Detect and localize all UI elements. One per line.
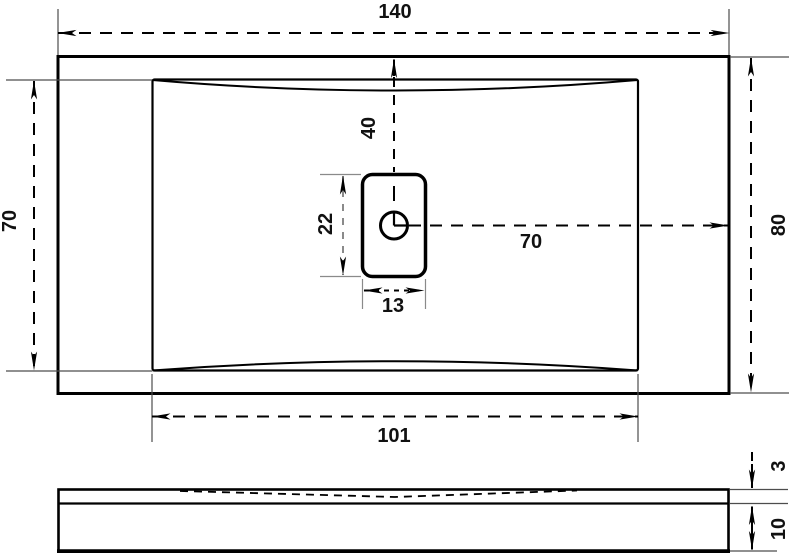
- dim-label-basin-width: 101: [377, 425, 410, 447]
- dim-label-drain-to-right: 70: [520, 231, 542, 253]
- dim-label-basin-height: 70: [0, 210, 21, 232]
- dim-label-overall-height: 80: [768, 214, 790, 236]
- dim-drain-to-right: 70: [409, 219, 729, 253]
- dim-label-base-height: 10: [768, 518, 790, 540]
- side-view: [57, 488, 730, 553]
- dim-overall-width: 140: [57, 1, 730, 55]
- dim-base-height: 10: [730, 506, 790, 552]
- drain-hole-quarter-lines: [392, 211, 408, 227]
- basin-inner-edge: [151, 78, 640, 372]
- extension-line: [730, 56, 789, 394]
- basin-slope-bottom-curve: [152, 360, 638, 372]
- dim-basin-width: 101: [151, 374, 639, 447]
- extension-line: [151, 374, 639, 442]
- extension-line: [6, 79, 152, 372]
- dim-label-drain-width: 13: [382, 295, 404, 317]
- extension-line: [320, 173, 361, 278]
- dim-rim-thickness: 3: [730, 452, 790, 505]
- dim-drain-from-top: 40: [358, 59, 398, 201]
- tray-outer-edge: [56, 55, 731, 395]
- extension-line: [361, 279, 427, 309]
- dim-overall-height: 80: [730, 56, 790, 394]
- dim-label-overall-width: 140: [378, 1, 411, 23]
- dim-label-rim-thickness: 3: [768, 460, 790, 471]
- basin-slope-top-curve: [152, 79, 638, 92]
- side-profile-body: [57, 488, 730, 553]
- dim-basin-height: 70: [0, 79, 152, 372]
- dim-drain-height: 22: [315, 173, 361, 278]
- extension-line: [730, 488, 788, 505]
- side-floor-slope-hidden-line: [179, 489, 578, 498]
- dim-drain-width: 13: [361, 279, 427, 317]
- dim-label-drain-from-top: 40: [358, 117, 380, 139]
- dim-label-drain-height: 22: [315, 213, 337, 235]
